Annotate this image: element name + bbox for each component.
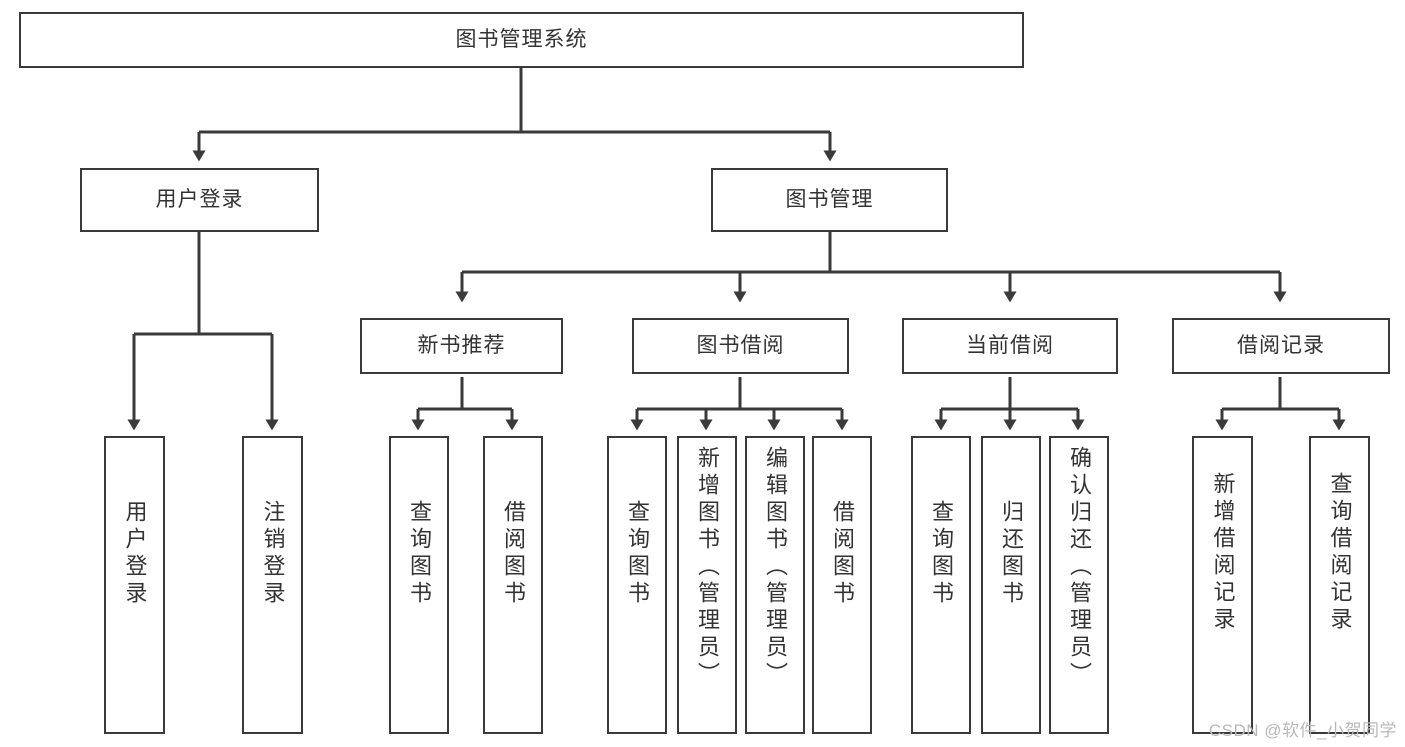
node-leaf-query-record[interactable]: 查询借阅记录	[1309, 436, 1370, 734]
csdn-watermark: CSDN @软件_小贺同学	[1208, 721, 1397, 740]
node-leaf-query-book-3[interactable]: 查询图书	[911, 436, 971, 734]
node-leaf-user-login[interactable]: 用户登录	[104, 436, 165, 734]
node-user-login-label: 用户登录	[155, 187, 244, 211]
node-leaf-borrow-book-2[interactable]: 借阅图书	[812, 436, 872, 734]
node-book-borrow-label: 图书借阅	[696, 333, 785, 357]
node-leaf-query-book-1[interactable]: 查询图书	[389, 436, 449, 734]
node-new-book-recommend-label: 新书推荐	[417, 333, 506, 357]
node-book-manage-label: 图书管理	[785, 187, 874, 211]
node-leaf-borrow-book-1[interactable]: 借阅图书	[483, 436, 543, 734]
node-borrow-record-label: 借阅记录	[1237, 333, 1325, 357]
node-current-borrow[interactable]: 当前借阅	[902, 318, 1118, 374]
node-current-borrow-label: 当前借阅	[966, 333, 1054, 357]
node-new-book-recommend[interactable]: 新书推荐	[360, 318, 563, 374]
node-leaf-add-record-label: 新增借阅记录	[1210, 472, 1236, 634]
node-leaf-borrow-book-2-label: 借阅图书	[829, 500, 855, 608]
node-user-login[interactable]: 用户登录	[80, 168, 319, 232]
node-leaf-query-book-1-label: 查询图书	[406, 500, 432, 608]
node-leaf-logout-login[interactable]: 注销登录	[242, 436, 303, 734]
node-leaf-confirm-return-label: 确认归还（管理员）	[1066, 446, 1092, 689]
node-leaf-edit-book[interactable]: 编辑图书（管理员）	[745, 436, 805, 734]
node-leaf-query-book-2[interactable]: 查询图书	[607, 436, 667, 734]
node-leaf-return-book[interactable]: 归还图书	[981, 436, 1041, 734]
node-leaf-query-record-label: 查询借阅记录	[1327, 472, 1353, 634]
node-leaf-add-book-label: 新增图书（管理员）	[694, 446, 720, 689]
node-leaf-add-book[interactable]: 新增图书（管理员）	[677, 436, 737, 734]
node-leaf-borrow-book-1-label: 借阅图书	[500, 500, 526, 608]
node-leaf-query-book-3-label: 查询图书	[928, 500, 954, 608]
node-leaf-query-book-2-label: 查询图书	[624, 500, 650, 608]
node-leaf-user-login-label: 用户登录	[122, 500, 148, 608]
node-leaf-edit-book-label: 编辑图书（管理员）	[762, 446, 788, 689]
node-leaf-add-record[interactable]: 新增借阅记录	[1192, 436, 1253, 734]
node-borrow-record[interactable]: 借阅记录	[1172, 318, 1390, 374]
node-book-borrow[interactable]: 图书借阅	[632, 318, 849, 374]
node-root[interactable]: 图书管理系统	[19, 12, 1024, 68]
node-leaf-logout-login-label: 注销登录	[260, 500, 286, 608]
node-leaf-confirm-return[interactable]: 确认归还（管理员）	[1049, 436, 1109, 734]
node-root-label: 图书管理系统	[455, 27, 588, 51]
node-leaf-return-book-label: 归还图书	[998, 500, 1024, 608]
node-book-manage[interactable]: 图书管理	[711, 168, 948, 232]
